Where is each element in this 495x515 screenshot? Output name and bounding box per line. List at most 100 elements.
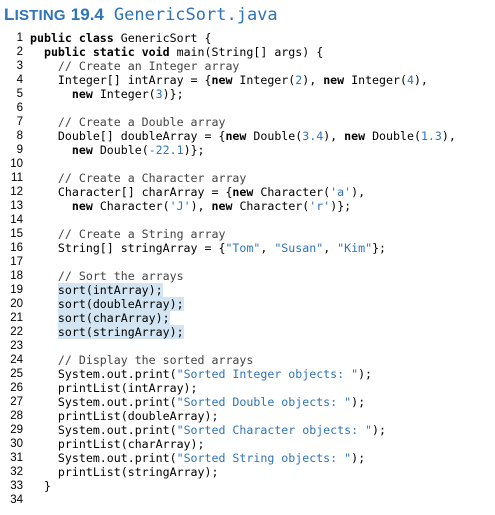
line-number: 17 bbox=[10, 256, 23, 268]
code-token: ); bbox=[358, 367, 373, 381]
code-token: main(String[] args) { bbox=[176, 45, 324, 59]
code-token: ), bbox=[302, 73, 324, 87]
code-line: 10 bbox=[0, 157, 495, 171]
code-line: 14 bbox=[0, 213, 495, 227]
code-text: printList(intArray); bbox=[30, 381, 198, 395]
code-token bbox=[30, 115, 58, 129]
code-line: 7 // Create a Double array bbox=[0, 115, 495, 129]
code-token: // Sort the arrays bbox=[57, 269, 184, 283]
line-number: 34 bbox=[10, 494, 23, 506]
code-line: 16 String[] stringArray = {"Tom", "Susan… bbox=[0, 241, 495, 255]
code-token: // Create a String array bbox=[57, 227, 226, 241]
line-number: 2 bbox=[16, 46, 23, 58]
code-token: new bbox=[71, 199, 100, 213]
code-token: ), bbox=[323, 129, 345, 143]
code-text: System.out.print("Sorted String objects:… bbox=[30, 451, 365, 465]
code-token: printList(stringArray); bbox=[30, 465, 219, 479]
line-number: 9 bbox=[16, 144, 23, 156]
code-text: // Sort the arrays bbox=[30, 269, 184, 283]
code-token: ); bbox=[351, 395, 366, 409]
code-token: )}; bbox=[330, 199, 352, 213]
code-line: 32 printList(stringArray); bbox=[0, 465, 495, 479]
code-token bbox=[30, 143, 72, 157]
code-token: Double[] doubleArray = { bbox=[30, 129, 226, 143]
code-text: new Double(-22.1)}; bbox=[30, 143, 205, 157]
code-line: 25 System.out.print("Sorted Integer obje… bbox=[0, 367, 495, 381]
code-line: 31 System.out.print("Sorted String objec… bbox=[0, 451, 495, 465]
code-token: GenericSort { bbox=[120, 31, 212, 45]
code-line: 2 public static void main(String[] args)… bbox=[0, 45, 495, 59]
line-number: 22 bbox=[10, 326, 23, 338]
line-number: 12 bbox=[10, 186, 23, 198]
code-token: ); bbox=[351, 451, 366, 465]
code-token bbox=[30, 59, 58, 73]
code-token: ); bbox=[372, 423, 387, 437]
highlighted-code: sort(charArray); bbox=[57, 311, 170, 325]
code-text: Double[] doubleArray = {new Double(3.4),… bbox=[30, 129, 456, 143]
code-line: 15 // Create a String array bbox=[0, 227, 495, 241]
highlighted-code: sort(intArray); bbox=[57, 283, 163, 297]
code-line: 5 new Integer(3)}; bbox=[0, 87, 495, 101]
code-text: System.out.print("Sorted Integer objects… bbox=[30, 367, 372, 381]
code-line: 24 // Display the sorted arrays bbox=[0, 353, 495, 367]
line-number: 7 bbox=[16, 116, 23, 128]
code-token: "Sorted Double objects: " bbox=[176, 395, 352, 409]
code-line: 22 sort(stringArray); bbox=[0, 325, 495, 339]
code-token: printList(doubleArray); bbox=[30, 409, 219, 423]
code-line: 8 Double[] doubleArray = {new Double(3.4… bbox=[0, 129, 495, 143]
code-line: 4 Integer[] intArray = {new Integer(2), … bbox=[0, 73, 495, 87]
code-token: 'r' bbox=[309, 199, 331, 213]
code-token: ), bbox=[413, 73, 428, 87]
code-token: , bbox=[260, 241, 275, 255]
code-token: ), bbox=[351, 185, 366, 199]
code-token: Character[] charArray = { bbox=[30, 185, 233, 199]
code-text: } bbox=[30, 479, 51, 493]
code-text: sort(stringArray); bbox=[30, 325, 184, 339]
code-token: , bbox=[323, 241, 338, 255]
code-token: printList(charArray); bbox=[30, 437, 205, 451]
code-token bbox=[30, 45, 44, 59]
line-number: 14 bbox=[10, 214, 23, 226]
code-token: new bbox=[232, 185, 261, 199]
code-token: 'J' bbox=[169, 199, 191, 213]
code-token: public class bbox=[30, 31, 121, 45]
code-token: "Sorted String objects: " bbox=[176, 451, 352, 465]
line-number: 21 bbox=[10, 312, 23, 324]
code-line: 34 bbox=[0, 493, 495, 507]
code-text: printList(doubleArray); bbox=[30, 409, 219, 423]
code-token: Character( bbox=[99, 199, 170, 213]
code-token: 'a' bbox=[330, 185, 352, 199]
code-token bbox=[30, 171, 58, 185]
code-token: new bbox=[71, 87, 100, 101]
code-line: 26 printList(intArray); bbox=[0, 381, 495, 395]
line-number: 25 bbox=[10, 368, 23, 380]
code-line: 17 bbox=[0, 255, 495, 269]
code-token: // Create a Character array bbox=[57, 171, 247, 185]
listing-label: LISTING bbox=[4, 5, 66, 25]
code-token: 3 bbox=[155, 87, 163, 101]
line-number: 4 bbox=[16, 74, 23, 86]
line-number: 32 bbox=[10, 466, 23, 478]
line-number: 10 bbox=[10, 158, 23, 170]
line-number: 23 bbox=[10, 340, 23, 352]
code-token: 1.3 bbox=[420, 129, 442, 143]
code-token: Double( bbox=[372, 129, 421, 143]
line-number: 30 bbox=[10, 438, 23, 450]
code-text: sort(intArray); bbox=[30, 283, 163, 297]
listing-label-rest: ISTING bbox=[14, 7, 66, 24]
code-token bbox=[30, 353, 58, 367]
code-text: // Display the sorted arrays bbox=[30, 353, 253, 367]
code-token: -22.1 bbox=[148, 143, 184, 157]
listing-filename: GenericSort.java bbox=[113, 5, 278, 25]
code-text: Integer[] intArray = {new Integer(2), ne… bbox=[30, 73, 428, 87]
line-number: 5 bbox=[16, 88, 23, 100]
code-line: 3 // Create an Integer array bbox=[0, 59, 495, 73]
line-number: 28 bbox=[10, 410, 23, 422]
line-number: 6 bbox=[16, 102, 23, 114]
code-token bbox=[30, 87, 72, 101]
code-token bbox=[30, 199, 72, 213]
code-token: // Create a Double array bbox=[57, 115, 226, 129]
code-token: "Sorted Character objects: " bbox=[176, 423, 373, 437]
